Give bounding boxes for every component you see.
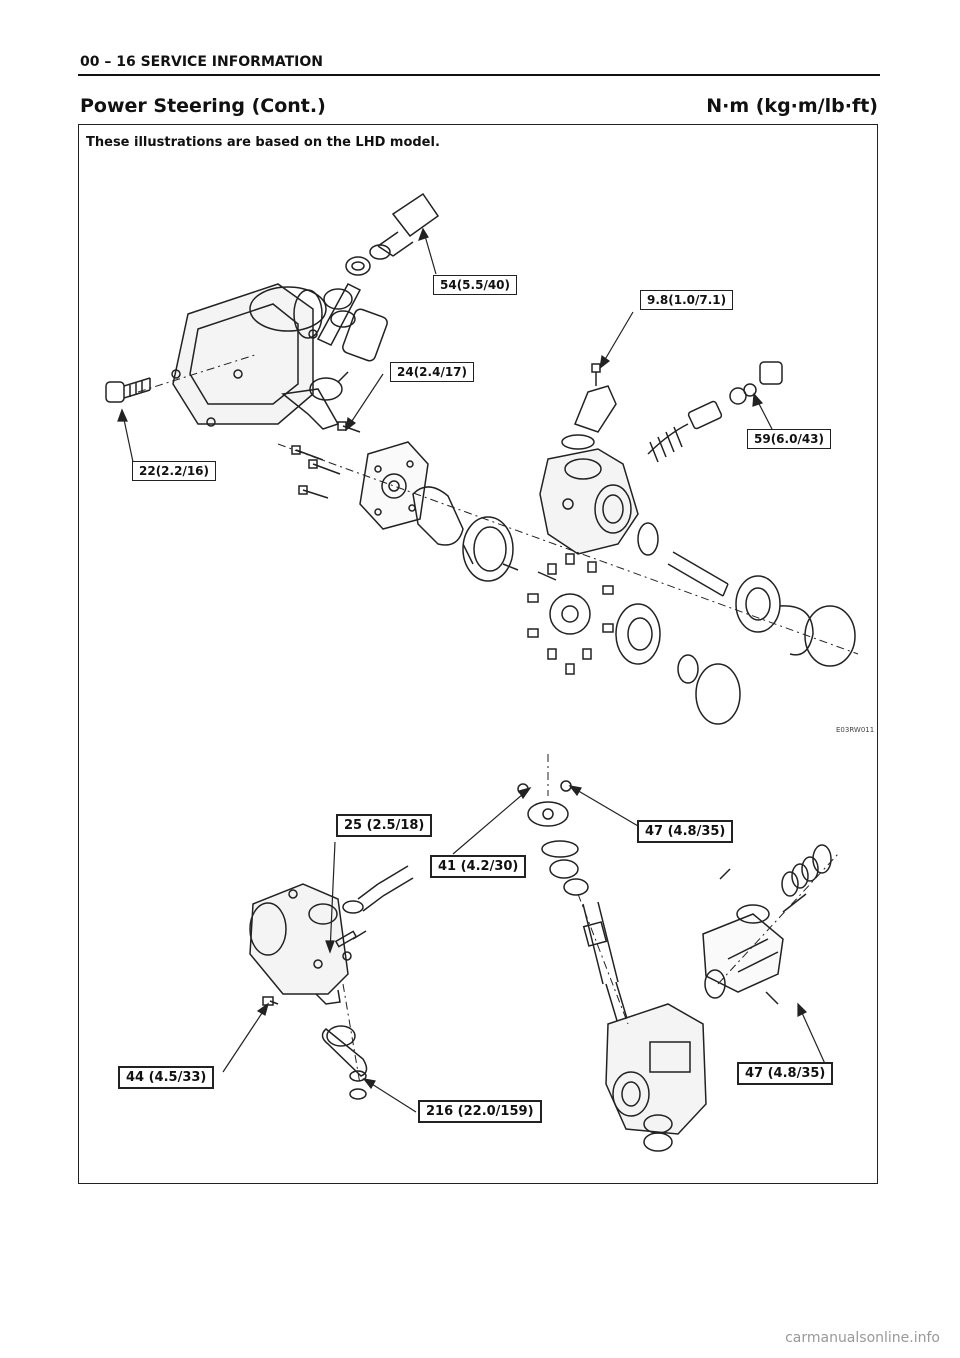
- torque-label-valve-plug: 59(6.0/43): [747, 429, 832, 449]
- torque-label-valve-cover-left: 41 (4.2/30): [430, 855, 527, 878]
- banjo-bolt: [345, 192, 440, 276]
- pump-body: [171, 283, 340, 430]
- valve-cover: [517, 780, 579, 858]
- outlet-connector: [561, 363, 617, 450]
- rotary-valve: [702, 844, 832, 1005]
- torque-label-cover-bolt: 24(2.4/17): [390, 362, 475, 382]
- torque-label-shaft-bolt: 25 (2.5/18): [336, 814, 433, 837]
- cam-ring: [462, 516, 514, 582]
- flow-control-valve: [647, 361, 783, 463]
- page-header: 00 – 16 SERVICE INFORMATION: [80, 54, 323, 70]
- exploded-diagram: [105, 192, 859, 1152]
- section-title: Power Steering (Cont.): [80, 95, 326, 117]
- header-rule: [78, 74, 880, 76]
- valve-seals: [549, 859, 589, 896]
- units-label: N·m (kg·m/lb·ft): [706, 95, 878, 117]
- gear-stud: [262, 996, 279, 1006]
- figure-code: E03RW011: [836, 726, 875, 734]
- rotor-and-vanes: [527, 553, 614, 675]
- centerline-lower: [342, 754, 839, 1085]
- torque-label-gear-stud: 44 (4.5/33): [118, 1066, 215, 1089]
- drive-shaft: [637, 522, 781, 633]
- torque-label-pump-bolt: 22(2.2/16): [132, 461, 217, 481]
- cover-plate: [359, 441, 429, 530]
- lhd-note: These illustrations are based on the LHD…: [86, 135, 440, 150]
- intermediate-shaft: [334, 865, 414, 961]
- torque-label-valve-cover-right: 47 (4.8/35): [637, 820, 734, 843]
- torque-label-banjo-bolt: 54(5.5/40): [433, 275, 518, 295]
- illustration-frame: [78, 124, 878, 1184]
- watermark: carmanualsonline.info: [785, 1330, 940, 1346]
- inlet-hose-fitting: [309, 283, 388, 401]
- torque-label-pitman-nut: 216 (22.0/159): [418, 1100, 542, 1123]
- steering-gear-housing: [605, 1003, 707, 1152]
- cover-gasket: [412, 486, 464, 546]
- centerline: [137, 353, 859, 655]
- worm-shaft: [582, 901, 629, 1025]
- gear-box-assembly: [249, 883, 349, 1005]
- cover-bolts: [291, 421, 361, 499]
- pump-housing: [539, 448, 639, 555]
- torque-label-outlet-bolt: 9.8(1.0/7.1): [640, 290, 734, 310]
- dowel-pins: [502, 563, 557, 581]
- snap-ring-and-seals: [615, 603, 856, 725]
- pitman-arm: [321, 1025, 368, 1100]
- torque-label-housing-bolt: 47 (4.8/35): [737, 1062, 834, 1085]
